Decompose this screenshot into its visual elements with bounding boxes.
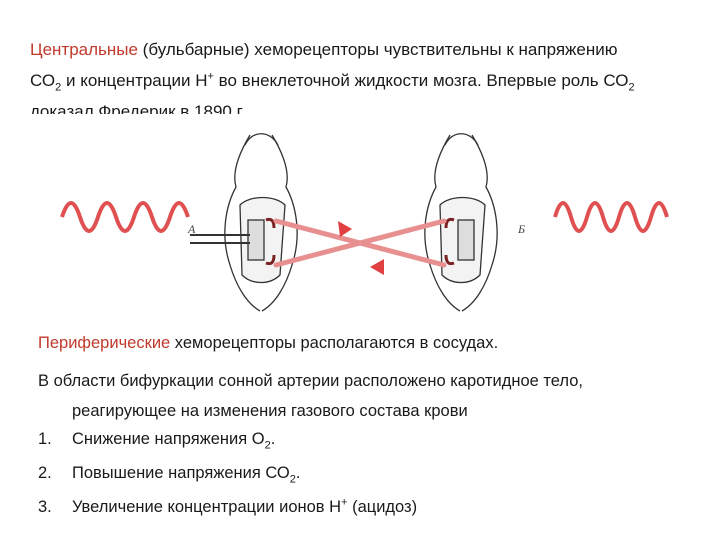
peripheral-heading: Периферические хеморецепторы располагают… bbox=[38, 334, 499, 352]
label-right: Б bbox=[517, 222, 525, 236]
peripheral-highlight: Периферические bbox=[38, 334, 171, 352]
arrow-head-upper bbox=[338, 221, 352, 237]
figure-illustration: А Б bbox=[60, 133, 669, 312]
arrow-head-lower bbox=[370, 259, 384, 275]
central-highlight: Центральные bbox=[30, 40, 138, 59]
intro-paragraph: Центральные (бульбарные) хеморецепторы ч… bbox=[30, 40, 635, 114]
list-item: 3.Увеличение концентрации ионов Н+ (ацид… bbox=[38, 496, 418, 516]
carotid-paragraph: В области бифуркации сонной артерии расп… bbox=[38, 372, 583, 420]
right-respiration-wave bbox=[553, 201, 669, 233]
cross-circulation-figure: А Б bbox=[40, 125, 680, 325]
left-respiration-wave bbox=[60, 201, 190, 233]
list-item: 1.Снижение напряжения О2. bbox=[38, 430, 276, 452]
crossing-vessels bbox=[273, 218, 447, 268]
left-dog bbox=[190, 133, 298, 312]
label-left: А bbox=[187, 222, 196, 236]
right-dog bbox=[424, 133, 498, 312]
list-item: 2.Повышение напряжения СО2. bbox=[38, 464, 301, 486]
